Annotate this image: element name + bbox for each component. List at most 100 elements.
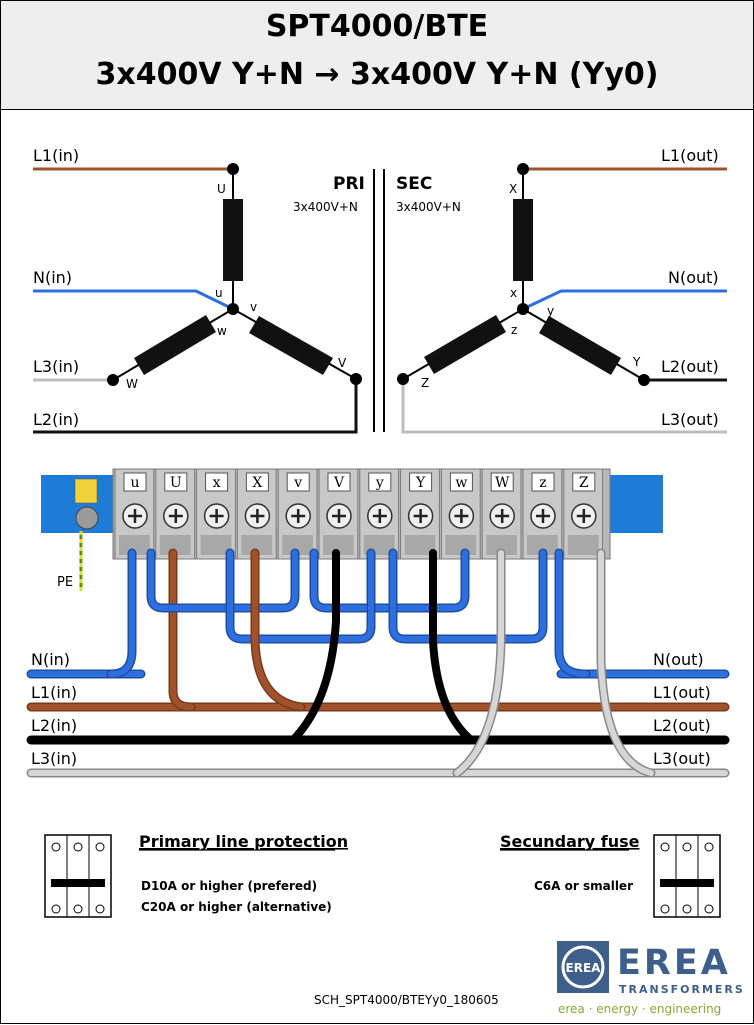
- logo-emblem-text: EREA: [566, 961, 602, 975]
- label-n-in: N(in): [33, 268, 72, 287]
- line-n-in: [33, 289, 234, 311]
- terminal-label: v: [293, 475, 302, 491]
- terminal-upper-x: X: [236, 468, 277, 560]
- primary-star: [107, 163, 362, 386]
- label-l3-out: L3(out): [661, 410, 719, 429]
- schematic: L1(in) N(in) L3(in) L2(in) U u v V w W P…: [33, 146, 727, 434]
- primary-breaker-icon: [44, 834, 112, 918]
- wire-X-l1-out: [252, 550, 304, 710]
- coil-v-inner: v: [250, 300, 257, 314]
- label-l2-out: L2(out): [661, 357, 719, 376]
- terminal-upper-u: U: [155, 468, 196, 560]
- label-l3-in: L3(in): [33, 357, 79, 376]
- terminal-upper-z: Z: [563, 468, 604, 560]
- wire-label-l1-out: L1(out): [653, 683, 711, 702]
- page-subtitle: 3x400V Y+N → 3x400V Y+N (Yy0): [95, 57, 659, 92]
- pe-warning-sticker: [74, 478, 98, 504]
- terminal-upper-w: W: [481, 468, 522, 560]
- coil-x-upper: X: [509, 182, 517, 196]
- coil-v-outer: V: [338, 356, 347, 370]
- line-l2-in: [33, 379, 358, 434]
- wire-U-l1-in: [170, 550, 194, 710]
- wire-V-l2-in: [289, 549, 340, 744]
- secondary-fuse-title: Secundary fuse: [500, 832, 640, 851]
- wire-label-l2-out: L2(out): [653, 716, 711, 735]
- wire-label-l3-out: L3(out): [653, 749, 711, 768]
- label-l1-out: L1(out): [661, 146, 719, 165]
- terminal-label: z: [539, 475, 546, 491]
- wire-jumper-x-y: [227, 550, 374, 642]
- coil-u-lower: u: [215, 286, 223, 300]
- coil-y-inner: y: [547, 304, 554, 318]
- coil-x-lower: x: [510, 286, 517, 300]
- terminal-label: V: [333, 475, 345, 491]
- pe-label: PE: [57, 575, 73, 590]
- terminal-upper-y: Y: [400, 468, 440, 560]
- pe-screw: [75, 506, 99, 530]
- wire-label-l1-in: L1(in): [31, 683, 77, 702]
- coil-y-outer: Y: [632, 355, 641, 369]
- logo-name: EREA: [617, 943, 731, 983]
- wire-label-n-in: N(in): [31, 650, 70, 669]
- primary-protection-title: Primary line protection: [139, 832, 348, 851]
- wire-label-l3-in: L3(in): [31, 749, 77, 768]
- primary-protection-line1: D10A or higher (prefered): [141, 879, 317, 893]
- wire-label-l2-in: L2(in): [31, 716, 77, 735]
- wiring-labels: N(in) L1(in) L2(in) L3(in) N(out) L1(out…: [31, 650, 711, 768]
- coil-z-inner: z: [511, 323, 517, 337]
- logo-emblem: [557, 941, 609, 993]
- terminal-label: w: [455, 475, 467, 491]
- wire-jumper-u-v: [148, 550, 298, 611]
- terminal-label: u: [130, 475, 139, 491]
- wire-z-n-out: [556, 550, 589, 677]
- line-n-out: [522, 289, 727, 311]
- sec-voltage: 3x400V+N: [396, 200, 461, 214]
- label-l2-in: L2(in): [33, 410, 79, 429]
- page-title: SPT4000/BTE: [265, 9, 489, 44]
- pri-label: PRI: [333, 174, 365, 194]
- terminal-label: U: [170, 475, 182, 491]
- label-n-out: N(out): [668, 268, 719, 287]
- wire-Z-l3-out: [598, 550, 654, 776]
- wire-jumper-y-z: [390, 550, 546, 642]
- terminal-lower-v: v: [277, 468, 318, 560]
- terminal-label: W: [495, 475, 510, 491]
- coil-w-outer: W: [126, 377, 138, 391]
- terminal-lower-y: y: [359, 468, 400, 560]
- terminal-lower-u: u: [114, 468, 155, 560]
- wiring: [26, 548, 730, 778]
- terminal-upper-v: V: [318, 468, 359, 560]
- terminal-lower-z: z: [522, 468, 563, 560]
- terminal-label: Z: [579, 475, 589, 491]
- terminal-label: y: [375, 475, 384, 491]
- label-l1-in: L1(in): [33, 146, 79, 165]
- coil-z-outer: Z: [421, 376, 429, 390]
- secondary-breaker-icon: [653, 834, 721, 918]
- terminal-lower-x: x: [196, 468, 236, 560]
- logo-subtitle: TRANSFORMERS: [619, 983, 745, 996]
- terminal-label: X: [252, 475, 262, 491]
- wire-label-n-out: N(out): [653, 650, 704, 669]
- wire-u-n-in: [108, 550, 135, 677]
- header: SPT4000/BTE 3x400V Y+N → 3x400V Y+N (Yy0…: [1, 1, 753, 110]
- terminal-label: Y: [415, 475, 426, 491]
- terminal-lower-w: w: [440, 468, 481, 560]
- line-l3-out: [401, 379, 727, 434]
- erea-logo: EREA EREA TRANSFORMERS erea · energy · e…: [557, 941, 745, 1016]
- coil-w-inner: w: [217, 324, 227, 338]
- logo-tagline: erea · energy · engineering: [558, 1002, 721, 1016]
- pri-voltage: 3x400V+N: [293, 200, 358, 214]
- wire-W-l3-in: [454, 550, 504, 776]
- sec-label: SEC: [396, 174, 432, 194]
- primary-protection-line2: C20A or higher (alternative): [141, 900, 332, 914]
- drawing-code: SCH_SPT4000/BTEYy0_180605: [314, 993, 499, 1007]
- secondary-fuse-line1: C6A or smaller: [534, 879, 633, 893]
- terminal-label: x: [213, 475, 221, 491]
- coil-u-upper: U: [217, 182, 226, 196]
- wire-Y-l2-out: [429, 549, 475, 744]
- secondary-star: [397, 163, 650, 386]
